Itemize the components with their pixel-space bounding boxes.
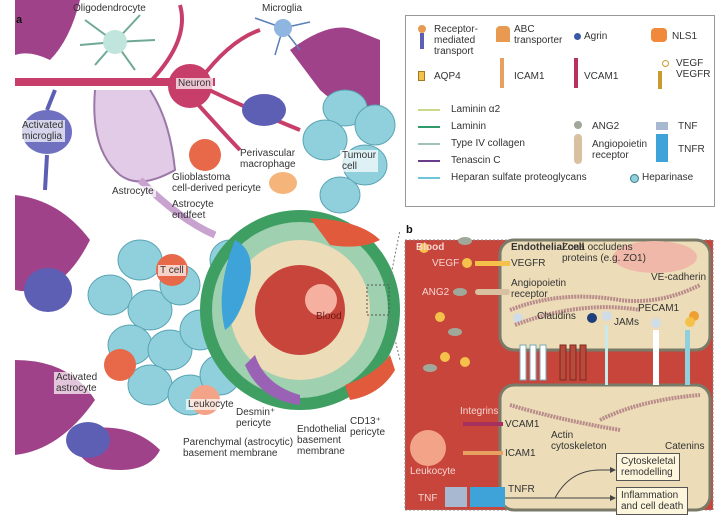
- legend-heparinase: Heparinase: [642, 172, 694, 183]
- label-vegf-b: VEGF: [432, 258, 460, 269]
- neuron-axon: [15, 78, 215, 86]
- collagen-line-icon: [418, 143, 440, 145]
- red-cell: [189, 139, 221, 171]
- label-angiopoietin-receptor-b: Angiopoietin receptor: [511, 278, 567, 300]
- panel-a-letter: a: [16, 14, 23, 26]
- legend-vcam1: VCAM1: [584, 71, 619, 82]
- vegfr-icon: [658, 71, 662, 89]
- vcam1-icon: [574, 58, 578, 88]
- box-cytoskeletal-remodelling: Cytoskeletal remodelling: [616, 453, 681, 481]
- label-endothelial-cell: Endothelial cell: [511, 242, 585, 253]
- label-blood-b: Blood: [416, 242, 445, 253]
- label-actin: Actin cytoskeleton: [551, 430, 607, 452]
- microglia: [274, 19, 292, 37]
- agrin-icon: [574, 33, 581, 40]
- label-oligodendrocyte: Oligodendrocyte: [73, 3, 146, 14]
- label-icam1-b: ICAM1: [505, 448, 536, 459]
- leukocyte-b: [410, 430, 446, 466]
- laminin-a2-line-icon: [418, 109, 440, 111]
- label-tnf-b: TNF: [418, 493, 438, 504]
- label-leukocyte-b: Leukocyte: [410, 466, 456, 477]
- aqp4-icon: [418, 71, 425, 81]
- legend-tenascin-c: Tenascin C: [451, 155, 501, 166]
- tnf-b: [445, 487, 467, 507]
- label-desmin-pericyte: Desmin⁺ pericyte: [236, 407, 276, 429]
- legend-aqp4: AQP4: [434, 71, 461, 82]
- label-astrocyte: Astrocyte: [110, 186, 156, 197]
- panel-b-letter: b: [406, 224, 413, 236]
- zoom-region-box: [366, 284, 390, 316]
- label-microglia: Microglia: [262, 3, 303, 14]
- legend-heparan-sulfate: Heparan sulfate proteoglycans: [451, 172, 587, 183]
- tenascin-line-icon: [418, 160, 440, 162]
- vcam1-b: [463, 422, 503, 426]
- label-astrocyte-endfeet: Astrocyte endfeet: [172, 199, 214, 221]
- label-endothelial-membrane: Endothelial basement membrane: [297, 424, 347, 457]
- legend-icam1: ICAM1: [514, 71, 545, 82]
- nls1-icon: [651, 28, 667, 42]
- label-perivascular-macrophage: Perivascular macrophage: [240, 148, 296, 170]
- icam1-b: [463, 451, 503, 455]
- legend-tnfr: TNFR: [678, 144, 705, 155]
- receptor-mediated-transport-icon: [418, 25, 426, 33]
- label-vegfr-b: VEGFR: [511, 258, 546, 269]
- legend-vegf: VEGF: [676, 58, 704, 69]
- signal-arrows: [505, 469, 610, 499]
- label-jams: JAMs: [614, 317, 639, 328]
- abc-transporter-icon: [496, 26, 510, 42]
- vegfr-receptor: [475, 261, 510, 266]
- legend-nls1: NLS1: [672, 31, 698, 42]
- label-t-cell: T cell: [158, 265, 186, 276]
- label-blood-a: Blood: [316, 311, 342, 322]
- label-parenchymal-membrane: Parenchymal (astrocytic) basement membra…: [183, 437, 294, 459]
- legend-receptor-mediated-transport: Receptor- mediated transport: [434, 24, 478, 57]
- legend-agrin: Agrin: [584, 31, 608, 42]
- label-neuron: Neuron: [176, 78, 213, 89]
- tnfr-b: [470, 487, 505, 507]
- oligodendrocyte: [79, 14, 156, 71]
- laminin-line-icon: [418, 126, 440, 128]
- label-activated-astrocyte: Activated astrocyte: [54, 372, 100, 394]
- label-cd13-pericyte: CD13⁺ pericyte: [350, 416, 386, 438]
- hspg-line-icon: [418, 177, 440, 179]
- legend-abc-transporter: ABC transporter: [514, 24, 563, 46]
- vegf-icon: [662, 60, 669, 67]
- label-tumour-cell: Tumour cell: [340, 150, 379, 172]
- perivascular-macrophage: [269, 172, 297, 194]
- legend-type-iv-collagen: Type IV collagen: [451, 138, 525, 149]
- heparinase-icon: [630, 174, 639, 183]
- legend-tnf: TNF: [678, 121, 698, 132]
- legend: Receptor- mediated transport ABC transpo…: [405, 15, 715, 207]
- panel-a-illustration: [15, 0, 401, 470]
- angiopoietin-receptor-icon: [574, 134, 582, 164]
- label-leukocyte-a: Leukocyte: [186, 399, 236, 410]
- box-inflammation: Inflammation and cell death: [616, 487, 689, 515]
- ang2-icon: [574, 121, 582, 129]
- label-glioblastoma-pericyte: Glioblastoma cell-derived pericyte: [172, 172, 261, 194]
- label-tnfr-b: TNFR: [508, 484, 535, 495]
- legend-laminin-a2: Laminin α2: [451, 104, 501, 115]
- legend-ang2: ANG2: [592, 121, 620, 132]
- label-zona-occludens: Zona occludens proteins (e.g. ZO1): [562, 242, 646, 264]
- glioblastoma-pericyte: [221, 240, 251, 330]
- label-pecam1: PECAM1: [638, 303, 680, 314]
- tnfr-icon: [656, 134, 668, 162]
- label-vcam1-b: VCAM1: [505, 419, 540, 430]
- actin-cytoskeleton: [509, 283, 701, 432]
- label-claudins: Claudins: [537, 311, 576, 322]
- legend-angiopoietin-receptor: Angiopoietin receptor: [592, 139, 648, 161]
- legend-laminin: Laminin: [451, 121, 487, 132]
- label-catenins: Catenins: [665, 441, 705, 452]
- label-ve-cadherin: VE-cadherin: [651, 272, 707, 283]
- tnf-icon: [656, 122, 668, 130]
- icam1-icon: [500, 58, 504, 88]
- label-activated-microglia: Activated microglia: [20, 120, 66, 142]
- label-integrins: Integrins: [460, 406, 499, 417]
- label-ang2-b: ANG2: [422, 287, 450, 298]
- legend-vegfr: VEGFR: [676, 69, 711, 80]
